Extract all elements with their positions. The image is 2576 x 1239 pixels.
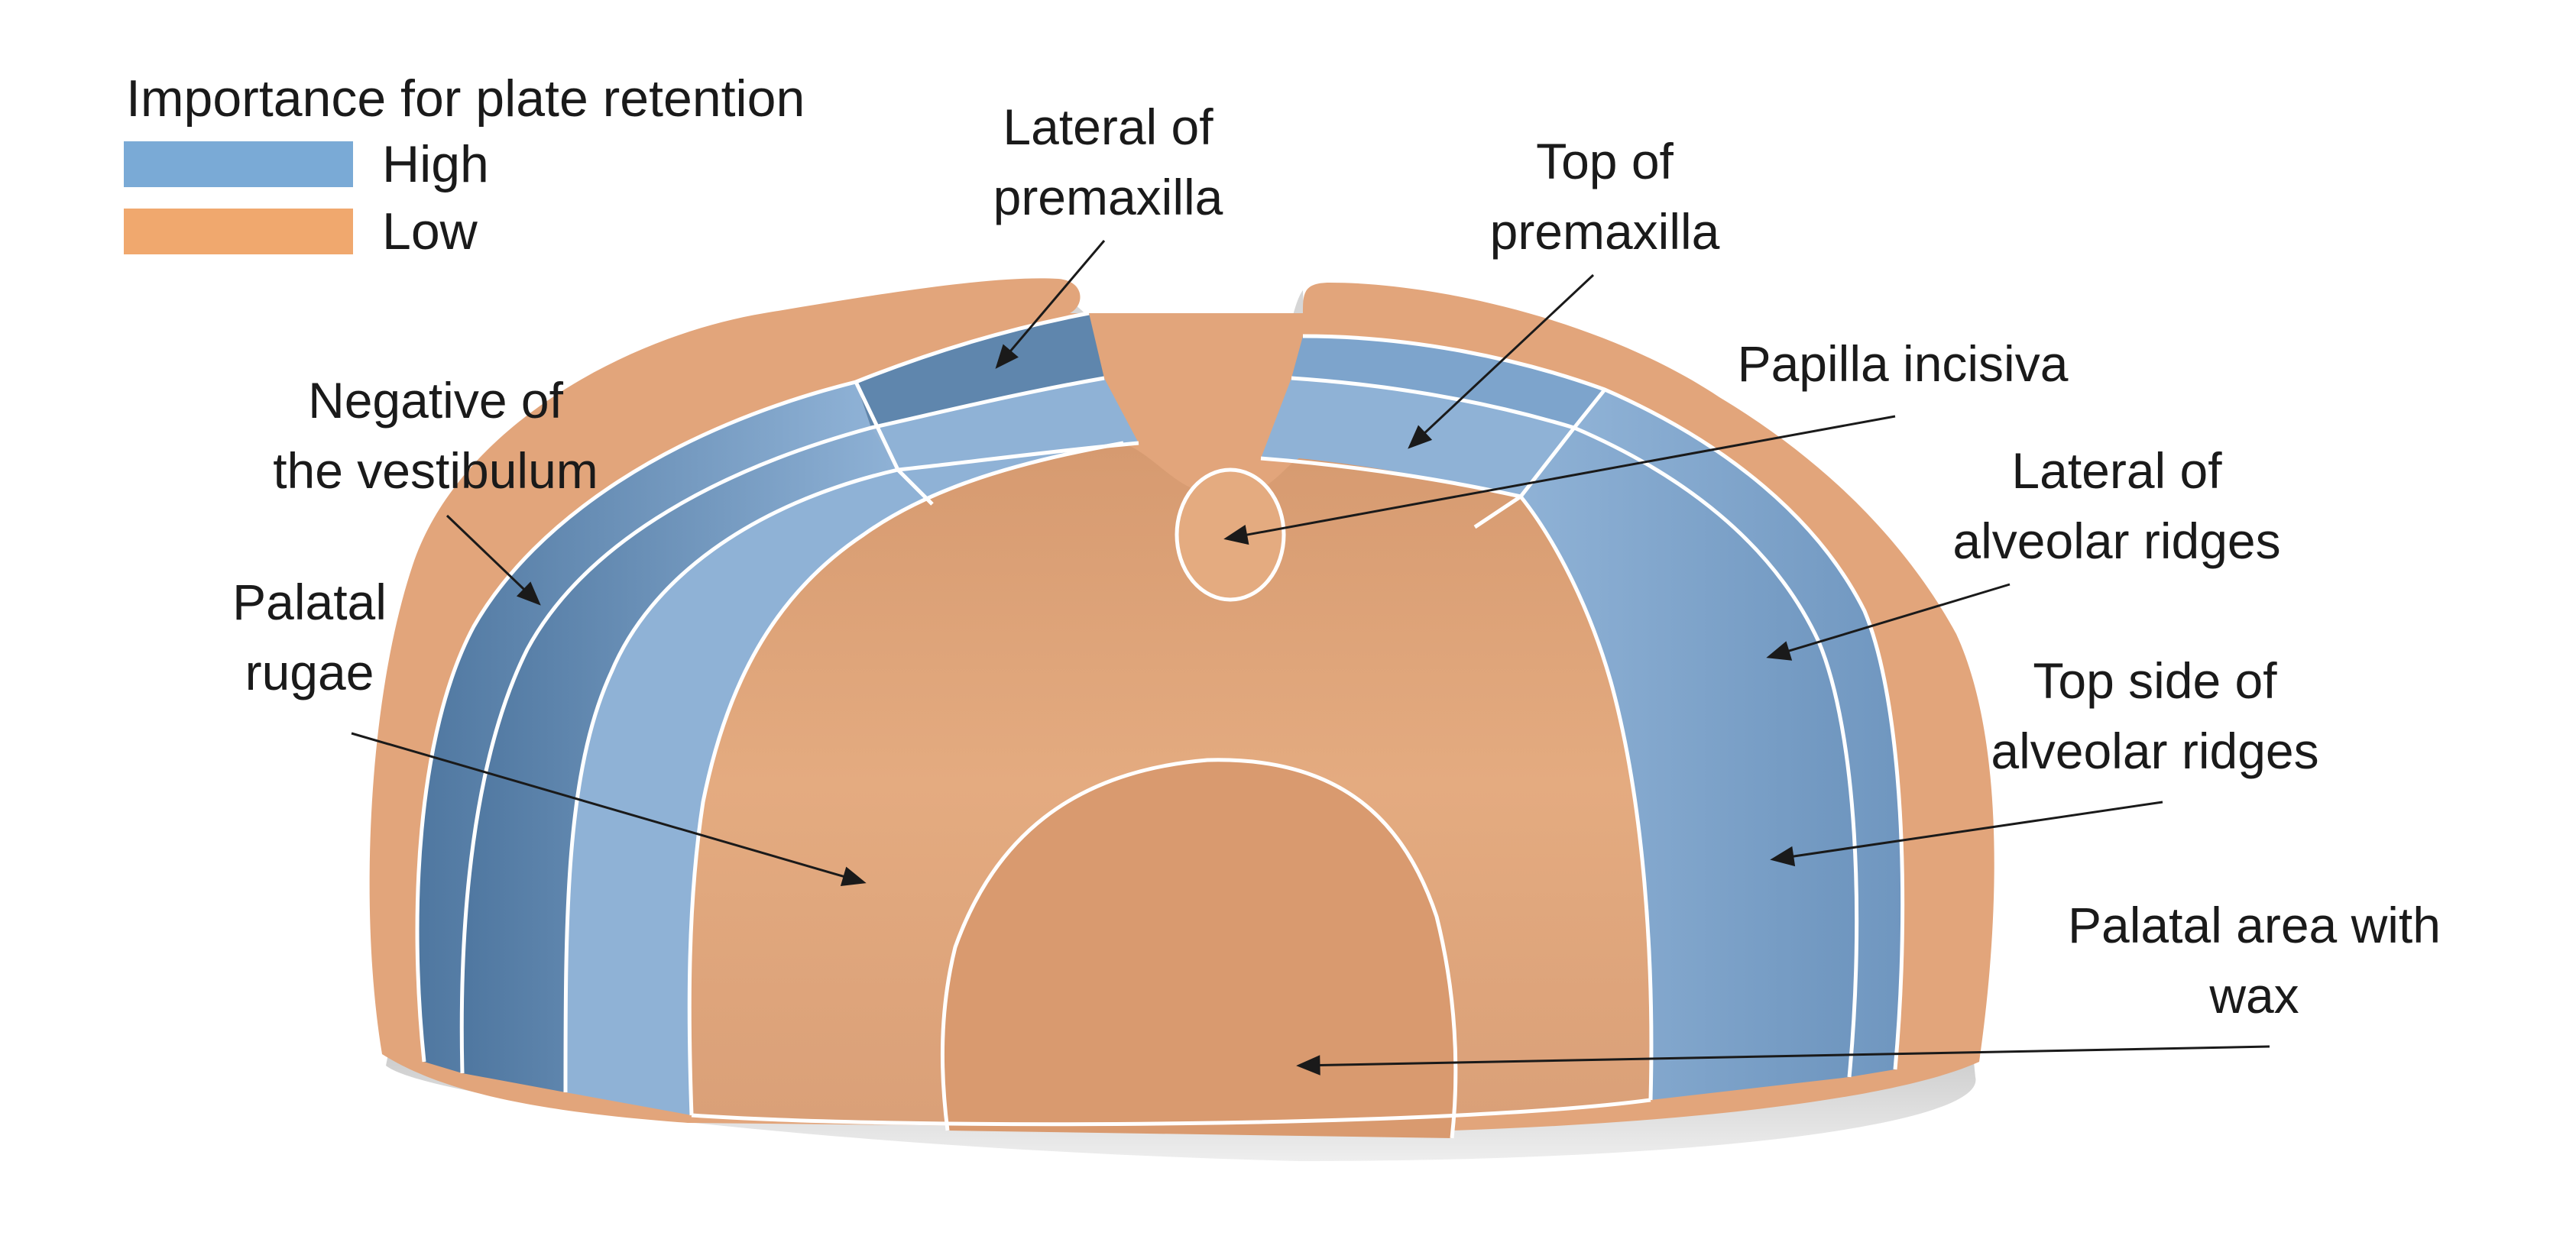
arrow-top-side-alveolar-head xyxy=(1770,846,1796,867)
label-line: Lateral of xyxy=(2011,442,2222,499)
outline-right-outer xyxy=(1302,334,1905,1070)
left-lateral-alveolar-region xyxy=(462,428,898,1092)
arrow-lateral-premaxilla-line xyxy=(1009,240,1106,353)
outline-divider-right xyxy=(1473,388,1606,529)
outline-wax xyxy=(940,758,1458,1139)
outline-left-lateral xyxy=(459,376,1105,1074)
arrow-palatal-wax-line xyxy=(1318,1045,2270,1066)
label-line: alveolar ridges xyxy=(1952,513,2281,569)
label-line: the vestibulum xyxy=(273,442,598,499)
arrow-lateral-alveolar xyxy=(1766,583,2011,661)
outline-papilla xyxy=(1175,467,1286,602)
legend-swatch-high xyxy=(124,141,353,187)
label-palatal-rugae: Palatal rugae xyxy=(195,567,424,707)
arrow-negative-vestibulum-line xyxy=(446,514,526,591)
arrow-top-premaxilla xyxy=(1408,273,1595,449)
label-top-side-alveolar: Top side of alveolar ridges xyxy=(1941,645,2369,786)
label-papilla-incisiva: Papilla incisiva xyxy=(1689,328,2117,399)
right-premaxilla-lateral-region xyxy=(1291,336,1605,428)
right-top-alveolar-region xyxy=(1521,428,1857,1100)
outline-left-inner xyxy=(687,441,1124,1116)
outline-right-mid xyxy=(1291,376,1859,1078)
arrow-palatal-rugae-line xyxy=(351,732,845,878)
arrow-lateral-alveolar-head xyxy=(1766,641,1793,661)
arrow-palatal-wax xyxy=(1296,1045,2270,1076)
label-palatal-wax: Palatal area with wax xyxy=(2033,890,2476,1030)
outline-divider-left xyxy=(854,380,934,506)
label-line: Papilla incisiva xyxy=(1737,335,2069,392)
model-base-shadow xyxy=(386,1039,1976,1161)
outline-left-top xyxy=(563,441,1139,1093)
legend-item-low: Low xyxy=(124,202,478,260)
left-top-alveolar-region xyxy=(565,443,1123,1115)
palatal-wax-region xyxy=(942,759,1456,1138)
arrow-papilla-incisiva-head xyxy=(1223,525,1249,545)
leader-arrows xyxy=(351,240,2270,1076)
arrow-negative-vestibulum-head xyxy=(516,581,541,606)
label-line: premaxilla xyxy=(993,169,1223,225)
arrow-lateral-premaxilla-head xyxy=(995,344,1019,369)
label-line: premaxilla xyxy=(1489,203,1720,260)
arrow-top-side-alveolar xyxy=(1770,801,2163,867)
arrow-palatal-rugae-head xyxy=(840,866,867,887)
outline-base xyxy=(691,1098,1651,1127)
label-line: Top of xyxy=(1536,133,1674,189)
outline-right-inner xyxy=(1260,456,1654,1101)
right-lateral-alveolar-region xyxy=(1574,390,1903,1077)
label-lateral-alveolar: Lateral of alveolar ridges xyxy=(1903,435,2331,576)
label-line: alveolar ridges xyxy=(1991,723,2319,779)
label-top-premaxilla: Top of premaxilla xyxy=(1452,126,1758,267)
arrow-lateral-alveolar-line xyxy=(1787,583,2011,652)
legend-label-high: High xyxy=(382,135,489,193)
legend-title: Importance for plate retention xyxy=(126,70,805,128)
label-line: Palatal area with xyxy=(2068,897,2441,953)
arrow-negative-vestibulum xyxy=(446,514,541,606)
arrow-top-premaxilla-line xyxy=(1423,273,1595,435)
label-line: wax xyxy=(2209,967,2299,1024)
arrow-papilla-incisiva xyxy=(1223,415,1896,545)
label-line: Top side of xyxy=(2033,652,2277,709)
arrow-lateral-premaxilla xyxy=(995,240,1106,369)
arrow-top-side-alveolar-line xyxy=(1792,801,2163,858)
label-lateral-premaxilla: Lateral of premaxilla xyxy=(955,92,1261,232)
legend-swatch-low xyxy=(124,209,353,254)
outline-vestibulum-inner xyxy=(415,311,1090,1063)
label-line: Palatal xyxy=(232,574,387,630)
arrow-top-premaxilla-head xyxy=(1408,425,1433,449)
region-outlines xyxy=(415,311,1905,1139)
arrow-palatal-wax-head xyxy=(1296,1055,1320,1076)
legend-label-low: Low xyxy=(382,202,478,260)
label-negative-vestibulum: Negative of the vestibulum xyxy=(245,365,627,506)
arrow-papilla-incisiva-line xyxy=(1246,415,1896,536)
label-line: Lateral of xyxy=(1003,99,1213,155)
label-line: Negative of xyxy=(308,372,563,429)
arrow-palatal-rugae xyxy=(351,732,867,887)
label-line: rugae xyxy=(245,644,374,700)
left-premaxilla-lateral-region xyxy=(856,313,1104,428)
left-premaxilla-top-region xyxy=(871,378,1139,470)
legend-item-high: High xyxy=(124,135,489,193)
